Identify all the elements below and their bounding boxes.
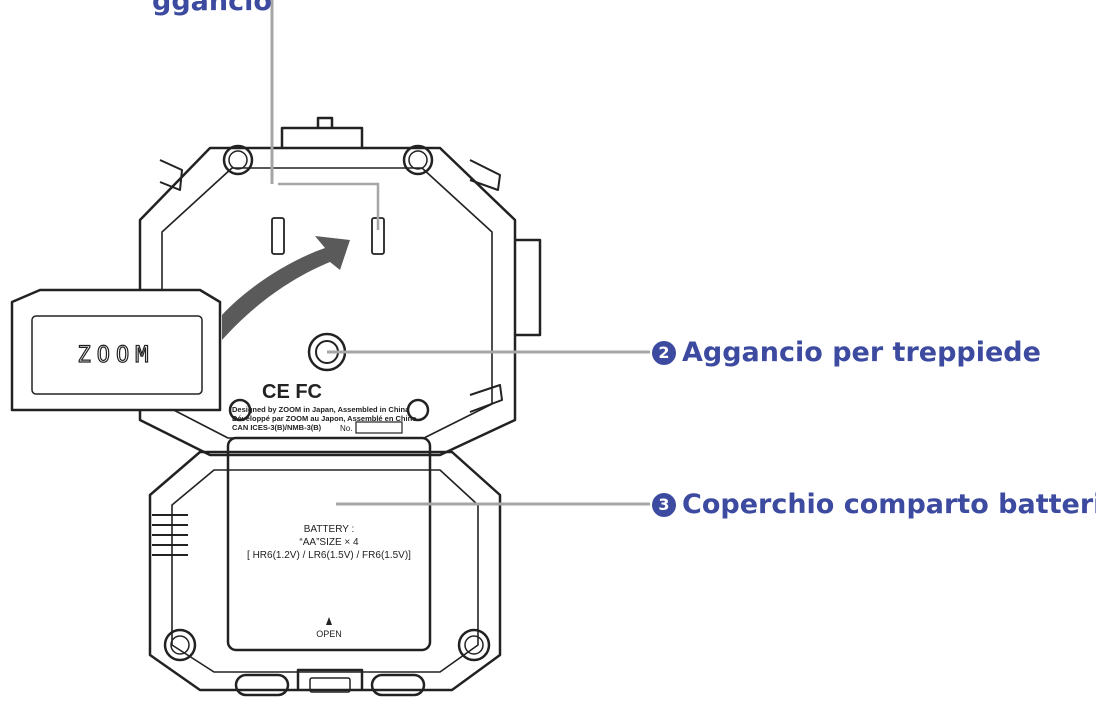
callout-label: Coperchio comparto batterie bbox=[682, 489, 1096, 520]
compliance-line-1: Designed by ZOOM in Japan, Assembled in … bbox=[232, 405, 410, 414]
certification-marks: CE FC bbox=[262, 381, 322, 403]
battery-text-line-1: BATTERY : bbox=[304, 524, 355, 535]
battery-latch[interactable] bbox=[296, 668, 364, 690]
open-label: OPEN bbox=[316, 629, 342, 639]
right-side-panel bbox=[515, 238, 542, 337]
compliance-line-2: Développé par ZOOM au Japon, Assemblé en… bbox=[232, 414, 416, 423]
insertion-arrow bbox=[222, 236, 350, 340]
upper-body bbox=[138, 146, 517, 457]
serial-label: No. bbox=[340, 424, 352, 433]
compliance-line-3: CAN ICES-3(B)/NMB-3(B) bbox=[232, 423, 322, 432]
callout-number: 2 bbox=[652, 341, 676, 365]
open-arrow-icon bbox=[326, 617, 332, 625]
lower-body bbox=[148, 450, 502, 692]
serial-box bbox=[355, 421, 403, 434]
callout-label: Aggancio per treppiede bbox=[682, 337, 1041, 368]
mic-capsule[interactable] bbox=[10, 288, 222, 412]
zoom-logo: ZOOM bbox=[78, 343, 155, 368]
callout-top-partial: ggancio bbox=[152, 0, 272, 17]
battery-text-line-2: “AA”SIZE × 4 bbox=[299, 537, 359, 548]
battery-text-line-3: [ HR6(1.2V) / LR6(1.5V) / FR6(1.5V)] bbox=[247, 550, 411, 561]
callout-number: 3 bbox=[652, 493, 676, 517]
battery-cover bbox=[226, 436, 432, 652]
top-mount bbox=[280, 126, 364, 148]
